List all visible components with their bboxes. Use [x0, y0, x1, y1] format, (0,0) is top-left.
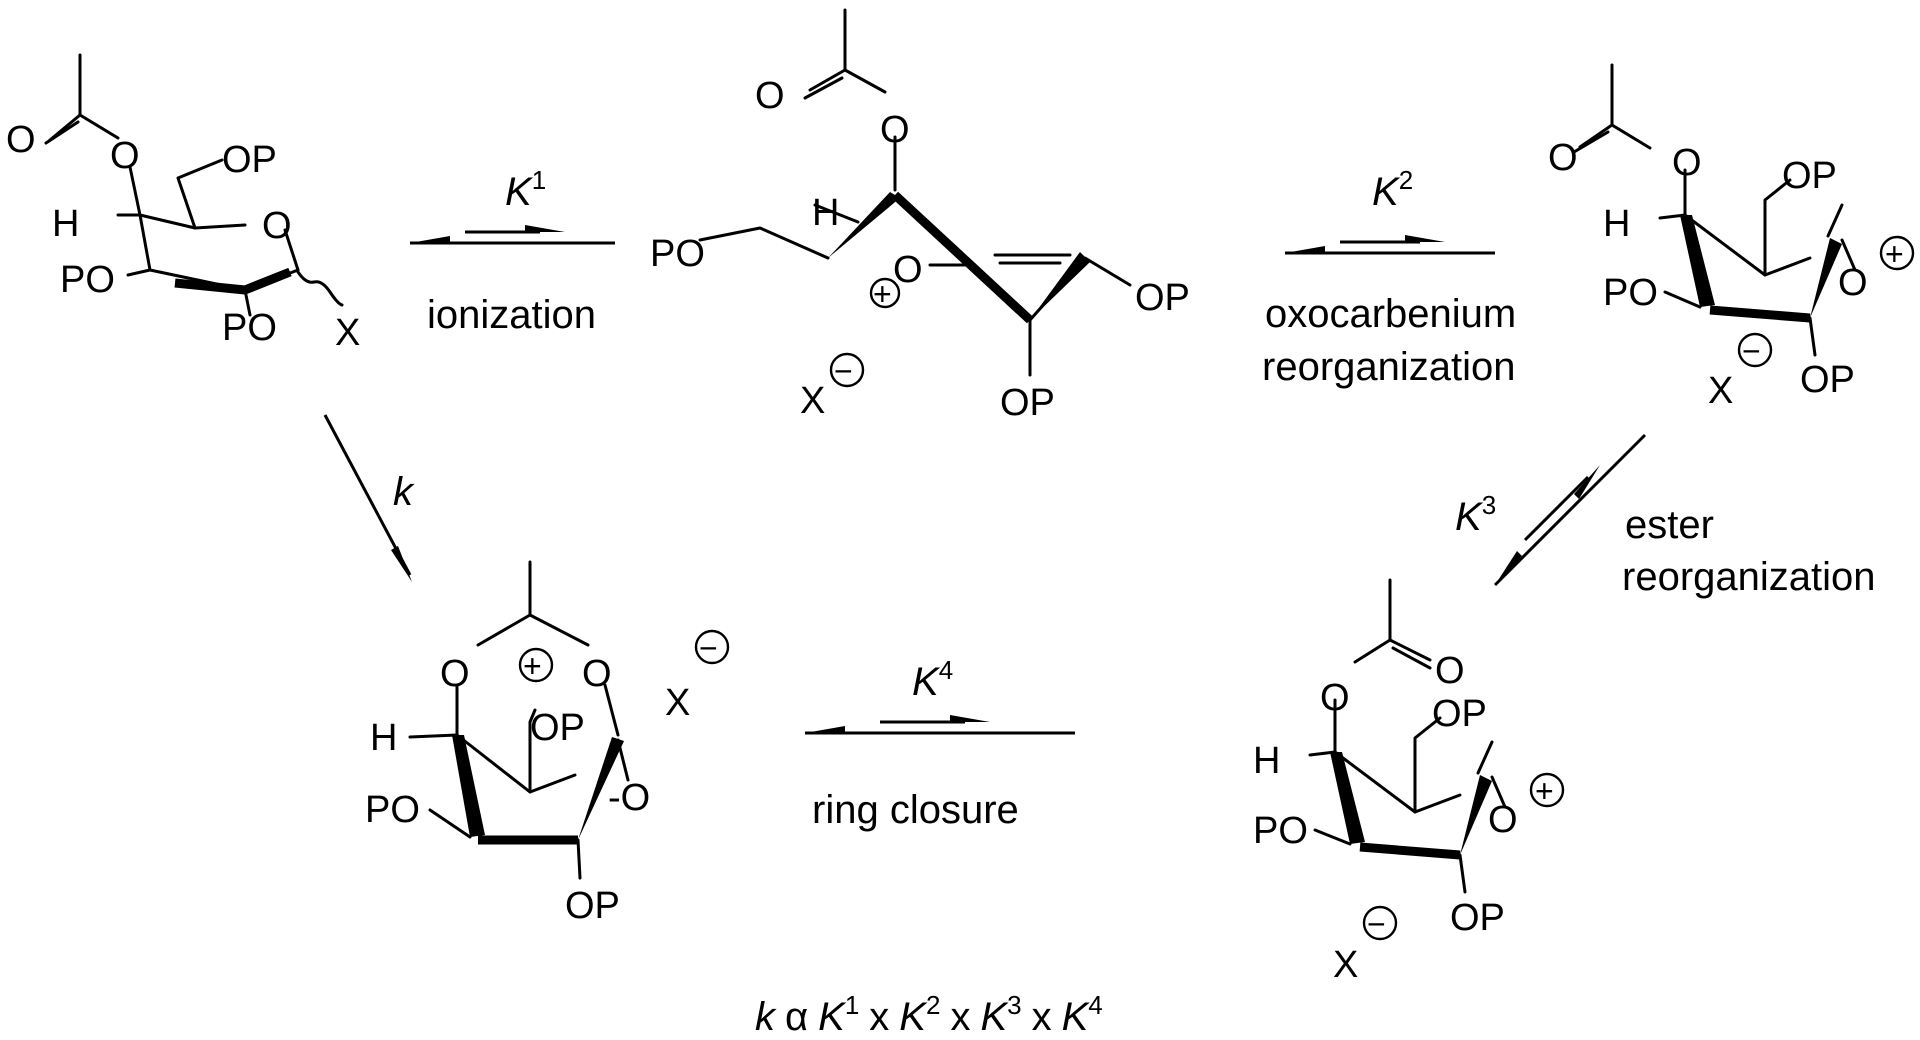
m1-h-label: H — [52, 203, 79, 245]
m3-counterion-label: X — [1708, 370, 1733, 412]
m4-counterion-label: X — [1333, 944, 1358, 986]
m1-po-3-label: PO — [60, 259, 115, 301]
m3-counterion-charge: − — [1742, 333, 1761, 369]
m5-counterion-label: X — [665, 682, 690, 724]
molecule-2-oxocarbenium: O O H PO O OP OP + X − — [650, 8, 1190, 424]
m5-counterion-charge: − — [699, 630, 718, 666]
step-k2-equilibrium: K2 oxocarbenium reorganization — [1262, 165, 1516, 389]
m1-op-6-label: OP — [222, 139, 277, 181]
m5-po-label: PO — [365, 789, 420, 831]
m3-op-2-label: OP — [1800, 359, 1855, 401]
m2-positive-charge: + — [873, 276, 892, 312]
m2-po-label: PO — [650, 233, 705, 275]
m5-op-2-label: OP — [565, 885, 620, 927]
m1-ring-o-label: O — [262, 205, 292, 247]
k1-constant-label: K1 — [505, 165, 546, 214]
m5-op-6-label: OP — [530, 707, 585, 749]
m2-counterion-label: X — [800, 380, 825, 422]
step-k1-equilibrium: K1 ionization — [410, 165, 615, 337]
molecule-4-ester-rotamer: O O OP H O + PO X − OP — [1253, 578, 1565, 986]
m4-positive-charge: + — [1535, 773, 1554, 809]
step-k3-equilibrium: K3 ester reorganization — [1455, 433, 1876, 599]
m5-o-left-label: O — [440, 653, 470, 695]
m3-op-6-label: OP — [1782, 155, 1837, 197]
reorganization-label-1: reorganization — [1262, 345, 1516, 389]
step-k4-equilibrium: K4 ring closure — [805, 655, 1075, 832]
m2-carbonyl-o-label: O — [755, 75, 785, 117]
m1-carbonyl-o-label: O — [6, 119, 36, 161]
m3-positive-charge: + — [1885, 236, 1904, 272]
m3-po-label: PO — [1603, 272, 1658, 314]
m4-op-6-label: OP — [1432, 693, 1487, 735]
molecule-1-glycosyl-donor: O O OP H O PO PO X — [6, 53, 360, 354]
m5-positive-charge: + — [523, 648, 542, 684]
m2-ring-o-label: O — [893, 249, 923, 291]
m4-ester-o-label: O — [1320, 677, 1350, 719]
m3-carbonyl-o-label: O — [1548, 137, 1578, 179]
k2-constant-label: K2 — [1372, 165, 1413, 214]
molecule-3-oxocarbenium-boat: O O OP H O + PO X − OP — [1548, 63, 1915, 412]
m3-ester-o-label: O — [1672, 142, 1702, 184]
k3-constant-label: K3 — [1455, 490, 1496, 539]
k4-constant-label: K4 — [912, 655, 953, 704]
oxocarbenium-label: oxocarbenium — [1265, 292, 1516, 336]
m1-po-2-label: PO — [222, 307, 277, 349]
m2-counterion-charge: − — [834, 353, 853, 389]
m3-h-label: H — [1603, 203, 1630, 245]
m4-ring-o-label: O — [1488, 799, 1518, 841]
m2-op-bottom-label: OP — [1000, 382, 1055, 424]
k-direct-label: k — [393, 470, 415, 514]
m4-op-2-label: OP — [1450, 897, 1505, 939]
ester-label: ester — [1625, 503, 1714, 547]
m5-o-right-label: O — [582, 653, 612, 695]
m5-h-label: H — [370, 717, 397, 759]
reorganization-label-2: reorganization — [1622, 555, 1876, 599]
m2-h-label: H — [812, 192, 839, 234]
molecule-5-dioxolenium: O + O X − H OP PO -O OP — [365, 560, 730, 927]
m1-ester-o-label: O — [110, 135, 140, 177]
m2-ester-o-label: O — [880, 109, 910, 151]
direct-step-k: k — [323, 414, 415, 582]
m4-carbonyl-o-label: O — [1435, 650, 1465, 692]
m5-ring-o-label: -O — [608, 777, 650, 819]
m1-x-label: X — [335, 312, 360, 354]
m2-op-right-label: OP — [1135, 277, 1190, 319]
m3-ring-o-label: O — [1838, 262, 1868, 304]
ionization-label: ionization — [427, 293, 596, 337]
m4-h-label: H — [1253, 740, 1280, 782]
m4-counterion-charge: − — [1367, 906, 1386, 942]
ring-closure-label: ring closure — [812, 788, 1019, 832]
m4-po-label: PO — [1253, 810, 1308, 852]
